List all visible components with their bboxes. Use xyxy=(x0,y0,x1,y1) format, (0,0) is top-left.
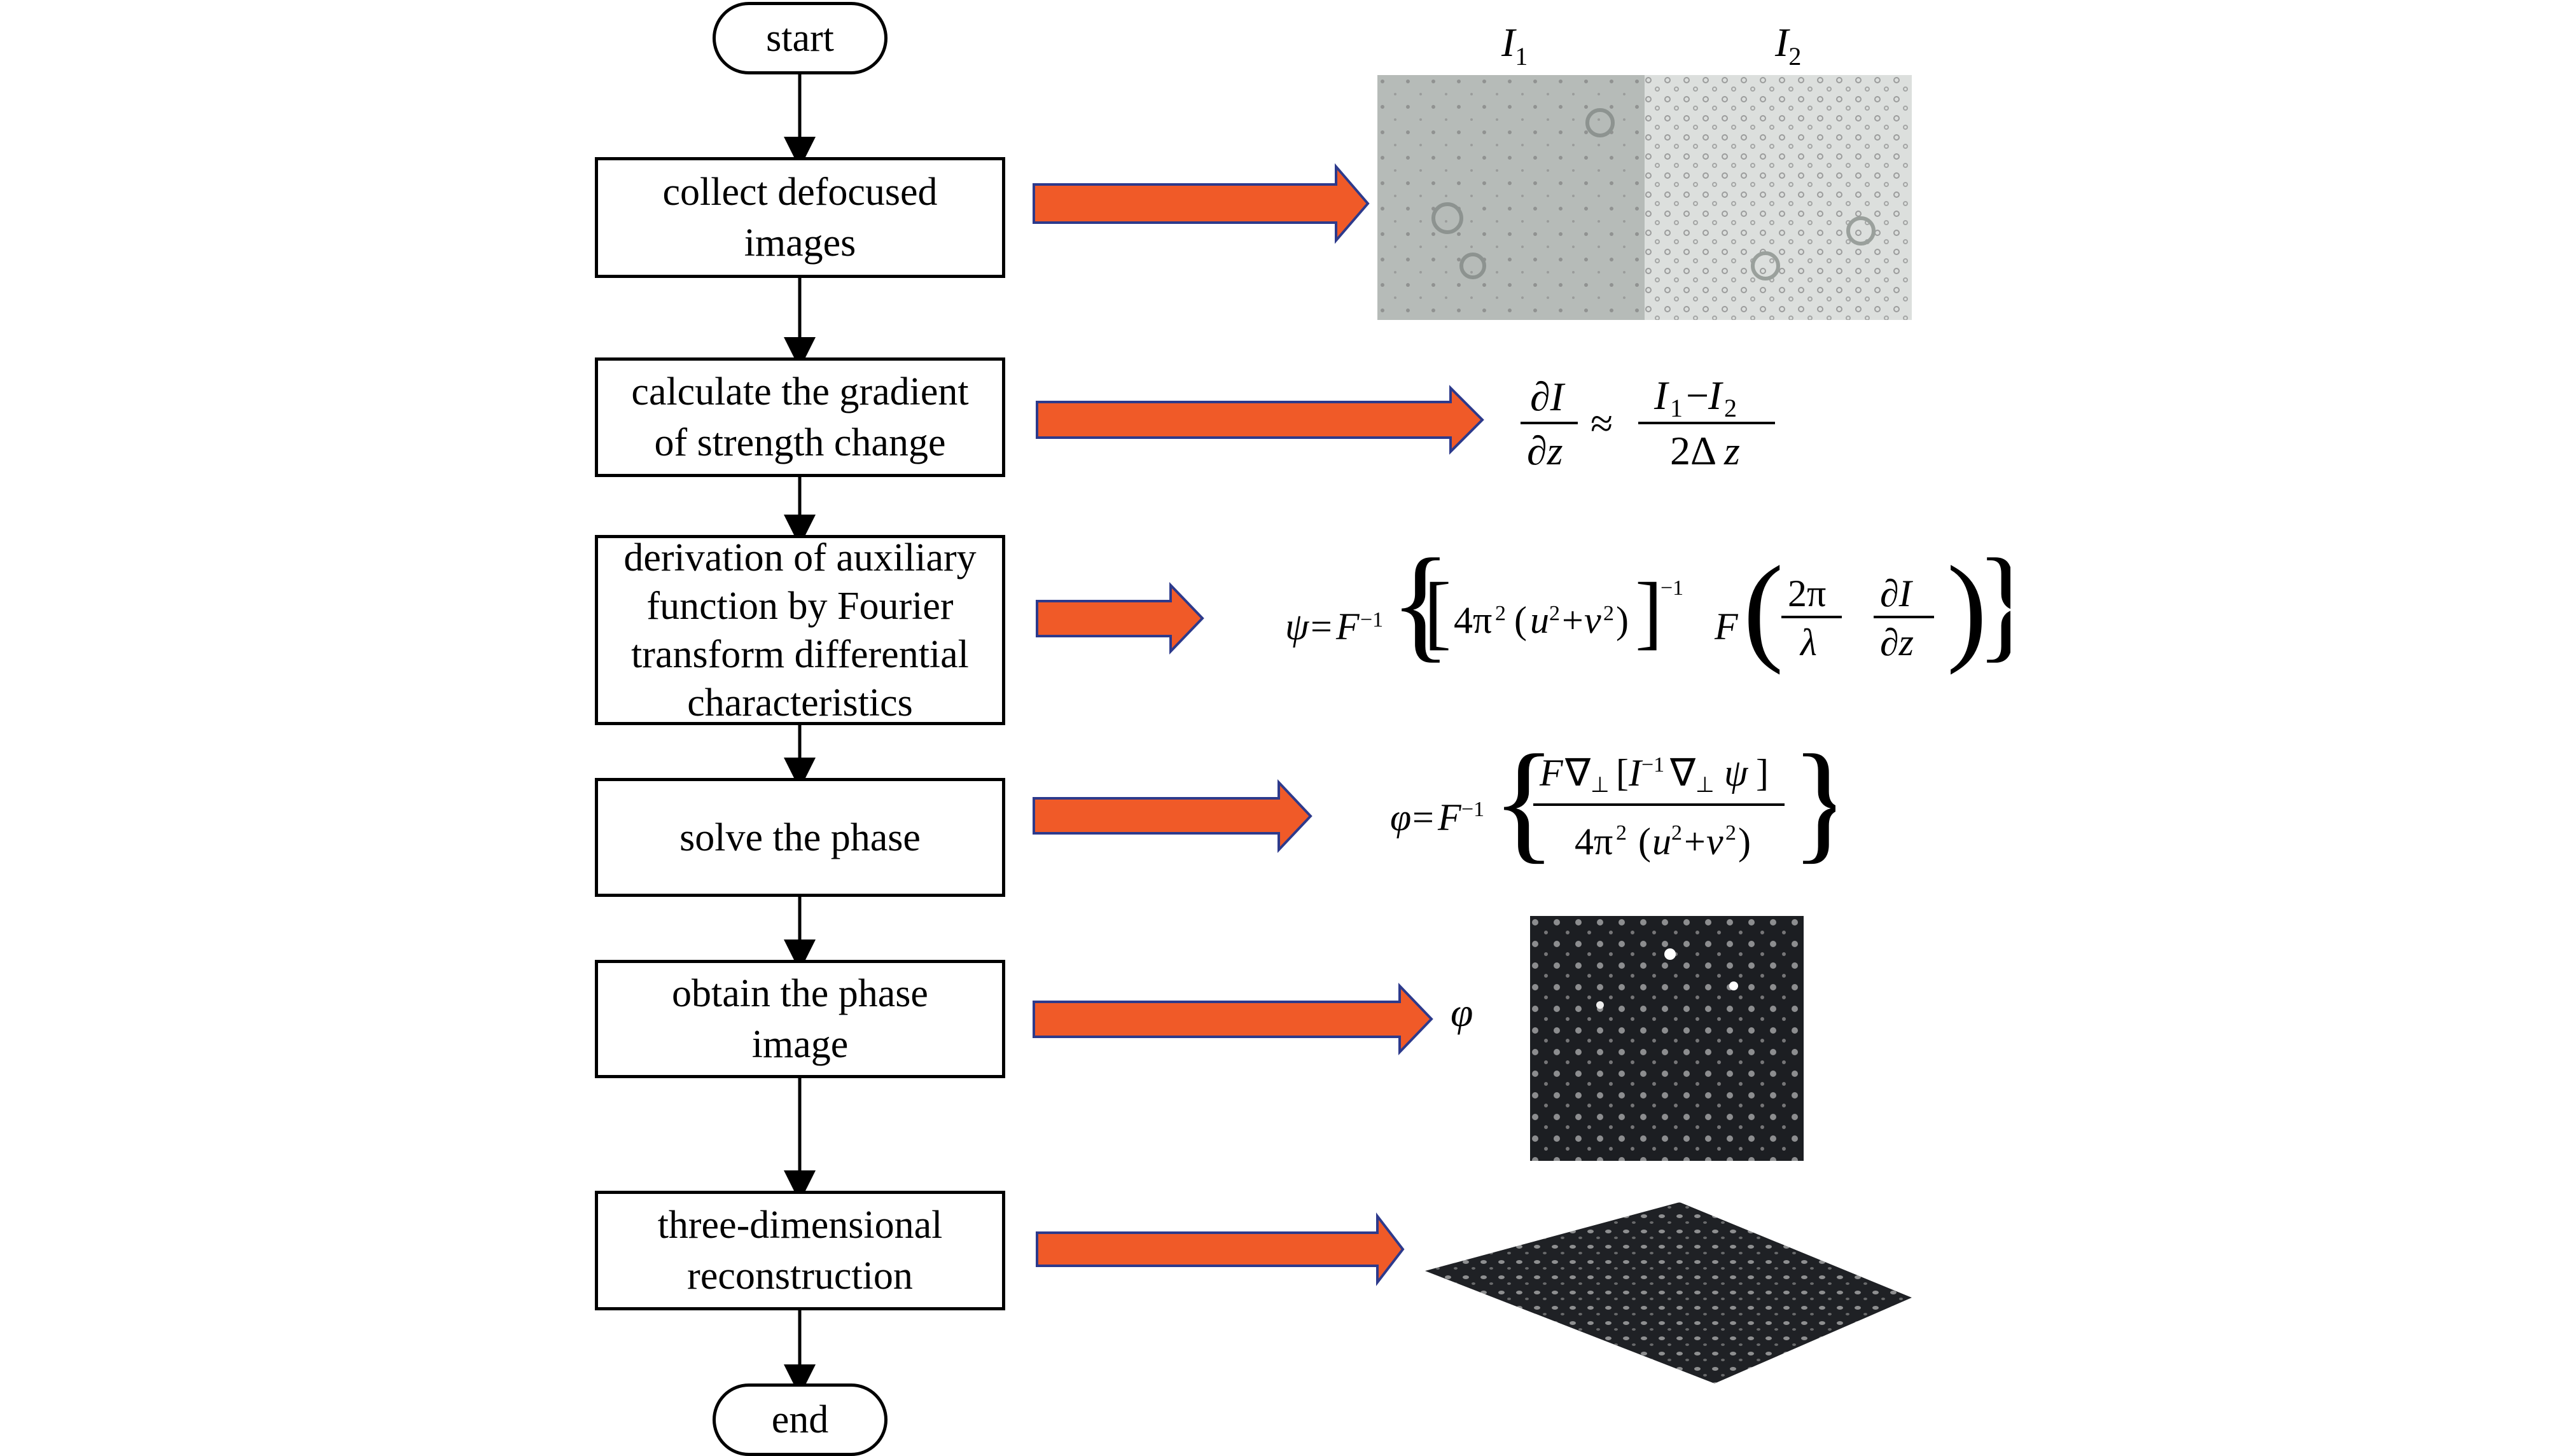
arrow-gradient xyxy=(1036,385,1484,455)
svg-text:λ: λ xyxy=(1799,621,1817,663)
svg-text:1: 1 xyxy=(1670,394,1683,422)
svg-text:2: 2 xyxy=(1725,821,1736,845)
svg-text:): ) xyxy=(1738,821,1751,863)
svg-text:v: v xyxy=(1584,599,1601,641)
label-i2: I2 xyxy=(1775,20,1802,71)
svg-text:4π: 4π xyxy=(1454,599,1492,641)
svg-text:I: I xyxy=(1628,752,1643,794)
svg-text:=: = xyxy=(1311,606,1332,648)
svg-text:u: u xyxy=(1530,599,1549,641)
svg-text:⊥: ⊥ xyxy=(1695,773,1715,797)
svg-text:−1: −1 xyxy=(1660,576,1683,600)
svg-text:2: 2 xyxy=(1603,602,1614,625)
svg-text:2: 2 xyxy=(1616,821,1627,845)
svg-text:∂z: ∂z xyxy=(1527,428,1563,473)
svg-text:∂z: ∂z xyxy=(1880,621,1914,663)
svg-text:]: ] xyxy=(1756,752,1769,794)
svg-text:ψ: ψ xyxy=(1724,752,1749,794)
svg-text:⊥: ⊥ xyxy=(1591,773,1610,797)
svg-text:∇: ∇ xyxy=(1564,752,1591,794)
svg-text:=: = xyxy=(1412,796,1434,838)
svg-text:(: ( xyxy=(1638,821,1651,863)
3d-reconstruction-image xyxy=(1425,1202,1912,1383)
svg-text:ψ: ψ xyxy=(1285,606,1310,648)
svg-text:]: ] xyxy=(1635,566,1662,658)
arrow-solve xyxy=(1033,779,1312,854)
svg-text:F: F xyxy=(1437,796,1462,838)
svg-text:2: 2 xyxy=(1724,394,1737,422)
svg-text:): ) xyxy=(1947,544,1987,676)
svg-text:2: 2 xyxy=(1671,821,1682,845)
svg-text:2π: 2π xyxy=(1788,572,1826,614)
svg-text:(: ( xyxy=(1743,544,1783,676)
svg-text:F: F xyxy=(1714,606,1739,648)
svg-text:φ: φ xyxy=(1390,796,1411,838)
svg-text:∇: ∇ xyxy=(1669,752,1696,794)
svg-text:−1: −1 xyxy=(1461,798,1484,821)
svg-text:+: + xyxy=(1562,599,1584,641)
svg-text:≈: ≈ xyxy=(1591,401,1613,446)
svg-text:−1: −1 xyxy=(1641,753,1664,777)
svg-text:): ) xyxy=(1616,599,1629,641)
arrow-auxiliary xyxy=(1036,582,1204,655)
defocused-images xyxy=(1377,75,1912,320)
arrow-obtain xyxy=(1033,983,1433,1055)
svg-text:I: I xyxy=(1653,373,1669,418)
svg-text:}: } xyxy=(1791,741,1835,875)
phase-image xyxy=(1530,916,1804,1161)
step-solve-phase: solve the phase xyxy=(595,778,1005,897)
svg-text:(: ( xyxy=(1514,599,1527,641)
svg-text:∂I: ∂I xyxy=(1880,572,1914,614)
arrow-collect xyxy=(1033,163,1370,244)
svg-text:}: } xyxy=(1975,544,2010,674)
svg-text:z: z xyxy=(1723,428,1740,473)
svg-text:+: + xyxy=(1684,821,1706,863)
svg-text:4π: 4π xyxy=(1575,821,1613,863)
svg-text:{: { xyxy=(1492,741,1556,875)
svg-text:v: v xyxy=(1706,821,1723,863)
start-terminal: start xyxy=(713,2,888,74)
svg-text:{: { xyxy=(1390,544,1451,674)
arrow-reconstruct xyxy=(1036,1212,1405,1286)
svg-text:∂I: ∂I xyxy=(1530,374,1566,419)
phase-symbol: φ xyxy=(1451,990,1473,1035)
svg-text:−1: −1 xyxy=(1360,608,1383,632)
equation-phase: φ = F −1 { F∇⊥ [I−1 ∇⊥ ψ] 4π2 (u2 +v2) } xyxy=(1390,741,1835,875)
label-i1: I1 xyxy=(1501,20,1528,71)
svg-text:F: F xyxy=(1539,752,1564,794)
svg-text:−: − xyxy=(1686,373,1709,418)
svg-text:I: I xyxy=(1708,373,1723,418)
svg-text:2: 2 xyxy=(1495,602,1506,625)
svg-text:2Δ: 2Δ xyxy=(1670,428,1716,473)
svg-text:F: F xyxy=(1335,606,1360,648)
svg-text:u: u xyxy=(1652,821,1671,863)
svg-text:[: [ xyxy=(1616,752,1629,794)
svg-text:[: [ xyxy=(1424,566,1451,658)
svg-text:2: 2 xyxy=(1549,602,1560,625)
